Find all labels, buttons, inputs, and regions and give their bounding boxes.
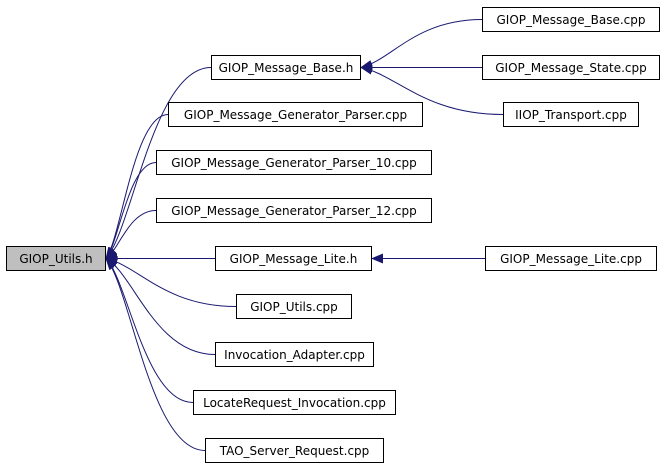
node-iiop-transport-cpp[interactable]: IIOP_Transport.cpp [503, 102, 639, 127]
edge-iiop-transport-cpp-to-giop-message-base-h [360, 64, 504, 115]
node-giop-utils-cpp[interactable]: GIOP_Utils.cpp [236, 294, 352, 319]
node-giop-utils-h: GIOP_Utils.h [6, 246, 106, 271]
node-giop-message-base-h[interactable]: GIOP_Message_Base.h [211, 55, 361, 80]
edge-giop-message-base-cpp-to-giop-message-base-h [360, 19, 483, 70]
edge-giop-message-generator-parser-12-cpp-to-giop-utils-h [105, 210, 157, 260]
node-tao-server-request-cpp[interactable]: TAO_Server_Request.cpp [205, 438, 384, 463]
edge-tao-server-request-cpp-to-giop-utils-h [105, 257, 206, 451]
edge-giop-message-base-h-to-giop-utils-h [105, 67, 212, 260]
node-giop-message-base-cpp[interactable]: GIOP_Message_Base.cpp [482, 7, 660, 32]
node-giop-message-generator-parser-12-cpp[interactable]: GIOP_Message_Generator_Parser_12.cpp [156, 198, 432, 223]
node-locaterequest-invocation-cpp[interactable]: LocateRequest_Invocation.cpp [193, 390, 396, 415]
node-giop-message-generator-parser-10-cpp[interactable]: GIOP_Message_Generator_Parser_10.cpp [156, 150, 432, 175]
node-giop-message-lite-h[interactable]: GIOP_Message_Lite.h [215, 246, 372, 271]
node-invocation-adapter-cpp[interactable]: Invocation_Adapter.cpp [215, 342, 374, 367]
node-giop-message-lite-cpp[interactable]: GIOP_Message_Lite.cpp [485, 246, 657, 271]
edge-locaterequest-invocation-cpp-to-giop-utils-h [105, 257, 194, 403]
node-giop-message-generator-parser-cpp[interactable]: GIOP_Message_Generator_Parser.cpp [168, 102, 423, 127]
node-giop-message-state-cpp[interactable]: GIOP_Message_State.cpp [482, 55, 660, 80]
edge-invocation-adapter-cpp-to-giop-utils-h [105, 258, 216, 355]
